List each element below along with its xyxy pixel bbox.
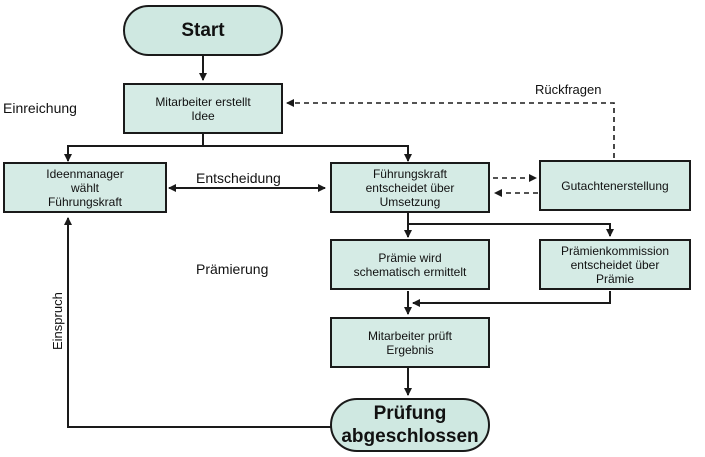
idea-label: Mitarbeiter erstellt Idee [155,94,251,123]
edge-label-objection: Einspruch [50,292,65,350]
schematic-node: Prämie wird schematisch ermittelt [330,239,490,290]
arrow-commission-to-merge [412,291,611,307]
expertise-node: Gutachtenerstellung [539,160,691,211]
phase-label-award: Prämierung [196,261,269,277]
manager-node: Ideenmanager wählt Führungskraft [3,162,167,213]
arrow-objection-loop [64,217,331,428]
end-node: Prüfung abgeschlossen [330,398,490,452]
expertise-label: Gutachtenerstellung [561,178,669,193]
check-node: Mitarbeiter prüft Ergebnis [330,317,490,368]
manager-label: Ideenmanager wählt Führungskraft [46,166,124,209]
commission-node: Prämienkommission entscheidet über Prämi… [539,239,691,290]
schematic-label: Prämie wird schematisch ermittelt [353,250,467,279]
connector-decision-split [408,223,614,237]
commission-label: Prämienkommission entscheidet über Prämi… [560,243,670,286]
phase-label-decision: Entscheidung [196,170,281,186]
check-label: Mitarbeiter prüft Ergebnis [367,328,453,357]
edge-label-queries: Rückfragen [535,82,602,97]
phase-label-submission: Einreichung [3,100,77,116]
idea-node: Mitarbeiter erstellt Idee [123,83,283,134]
decision-node: Führungskraft entscheidet über Umsetzung [330,162,490,213]
start-node: Start [123,5,283,56]
start-label: Start [181,20,225,41]
connector-idea-split [67,145,409,160]
end-label: Prüfung abgeschlossen [341,403,479,447]
decision-label: Führungskraft entscheidet über Umsetzung [365,166,455,209]
dashed-arrow-queries [286,99,615,158]
